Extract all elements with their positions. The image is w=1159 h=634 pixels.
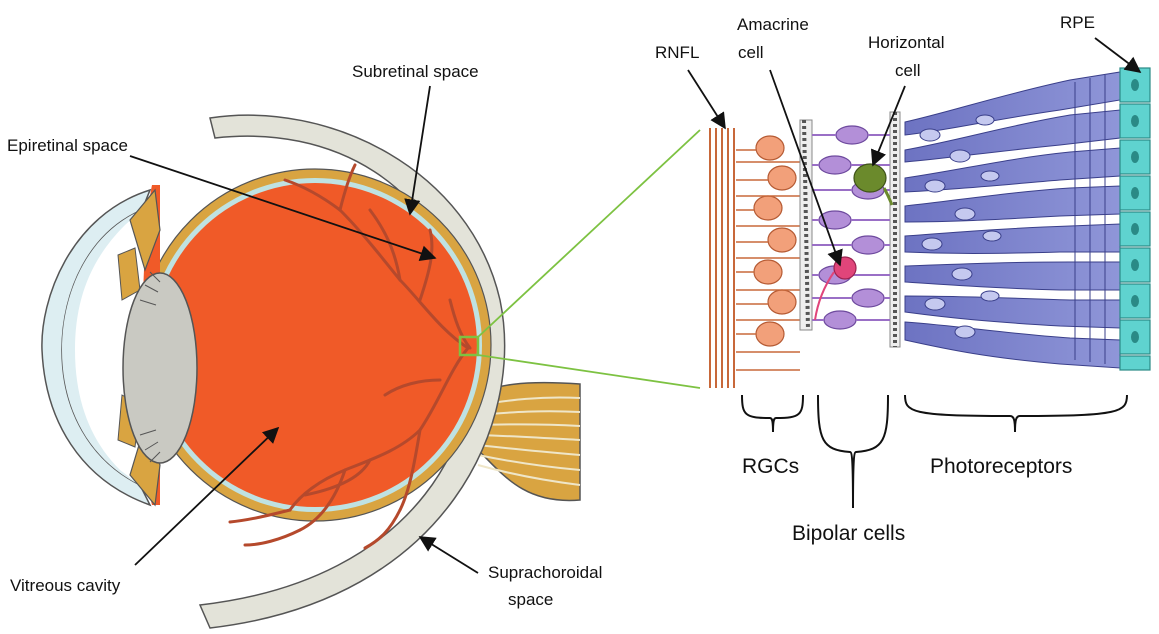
- label-horizontal-2: cell: [895, 61, 921, 80]
- arrow-rpe: [1095, 38, 1140, 72]
- photoreceptors: [905, 72, 1120, 368]
- layer-brackets: [742, 395, 1127, 508]
- label-suprachoroidal-1: Suprachoroidal: [488, 563, 602, 582]
- vitreous-body: [153, 183, 477, 507]
- bracket-rgcs: [742, 395, 803, 432]
- bracket-photoreceptors: [905, 395, 1127, 432]
- label-suprachoroidal-2: space: [508, 590, 553, 609]
- label-rgcs: RGCs: [742, 455, 799, 478]
- retina-section: [710, 68, 1150, 388]
- eyeball: [40, 115, 580, 628]
- label-subretinal-space: Subretinal space: [352, 62, 479, 81]
- label-horizontal-1: Horizontal: [868, 33, 945, 52]
- nerve-fiber-layer: [710, 128, 734, 388]
- label-amacrine-1: Amacrine: [737, 15, 809, 34]
- label-amacrine-2: cell: [738, 43, 764, 62]
- zoom-line-bottom: [478, 355, 700, 388]
- bracket-bipolar: [818, 395, 888, 508]
- label-rpe: RPE: [1060, 13, 1095, 32]
- lens: [123, 273, 197, 463]
- arrow-suprachoroidal: [420, 537, 478, 573]
- label-bipolar-cells: Bipolar cells: [792, 522, 905, 545]
- ganglion-cells: [754, 136, 796, 346]
- label-rnfl: RNFL: [655, 43, 699, 62]
- label-photoreceptors: Photoreceptors: [930, 455, 1072, 478]
- label-epiretinal-space: Epiretinal space: [7, 136, 128, 155]
- rpe-layer: [1120, 68, 1150, 370]
- amacrine-cell-body: [834, 257, 856, 279]
- zoom-line-top: [478, 130, 700, 337]
- horizontal-cell-body: [854, 164, 886, 192]
- label-vitreous-cavity: Vitreous cavity: [10, 576, 121, 595]
- arrow-rnfl: [688, 70, 725, 128]
